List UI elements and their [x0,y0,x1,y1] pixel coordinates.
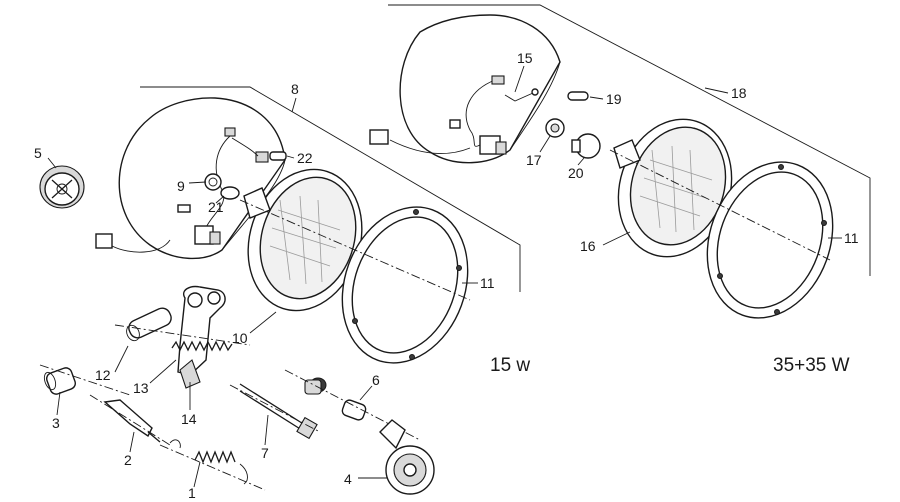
shaft-2 [103,399,161,443]
wattage-label-right: 35+35 W [773,355,850,376]
headlight-rim-11-left [341,206,469,364]
callout-6: 6 [372,372,380,388]
callout-22: 22 [297,150,313,166]
bulb-22 [269,151,287,161]
nut-3 [43,367,76,395]
callout-7: 7 [261,445,269,461]
callout-13: 13 [133,380,149,396]
headlight-housing-left [95,97,286,260]
bulb-holder-17 [545,118,565,138]
callout-4: 4 [344,471,352,487]
bushings-6 [304,377,367,421]
bulb-15 [504,88,539,102]
bracket-18 [388,4,871,276]
callout-17: 17 [526,152,542,168]
callout-15: 15 [517,50,533,66]
spring-13 [171,340,233,352]
callout-21: 21 [208,199,224,215]
callout-18: 18 [731,85,747,101]
leader-lines [47,65,842,488]
callout-2: 2 [124,452,132,468]
sleeve-12 [126,307,172,342]
callout-11-right: 11 [844,230,859,246]
wattage-label-left: 15 w [490,355,530,376]
bulb-holder-9 [204,173,222,191]
spring-1 [169,439,248,485]
headlight-lens-10 [243,168,363,312]
mount-bracket-14 [177,285,226,389]
headlight-housing-right [369,14,561,164]
callout-19: 19 [606,91,622,107]
callout-8: 8 [291,81,299,97]
callout-5: 5 [34,145,42,161]
horn-4 [379,419,435,495]
bulb-21 [220,186,240,200]
callout-3: 3 [52,415,60,431]
callout-12: 12 [95,367,111,383]
bulb-19 [567,91,589,101]
callout-14: 14 [181,411,197,427]
callout-20: 20 [568,165,584,181]
bracket-8 [140,86,521,292]
callout-1: 1 [188,485,196,501]
headlight-lens-16 [613,118,733,258]
headlight-rim-11-right [706,161,834,319]
callout-11-left: 11 [480,275,495,291]
bulb-20 [571,133,601,159]
callout-16: 16 [580,238,596,254]
grommet-5 [39,165,85,209]
callout-10: 10 [232,330,248,346]
callout-9: 9 [177,178,185,194]
